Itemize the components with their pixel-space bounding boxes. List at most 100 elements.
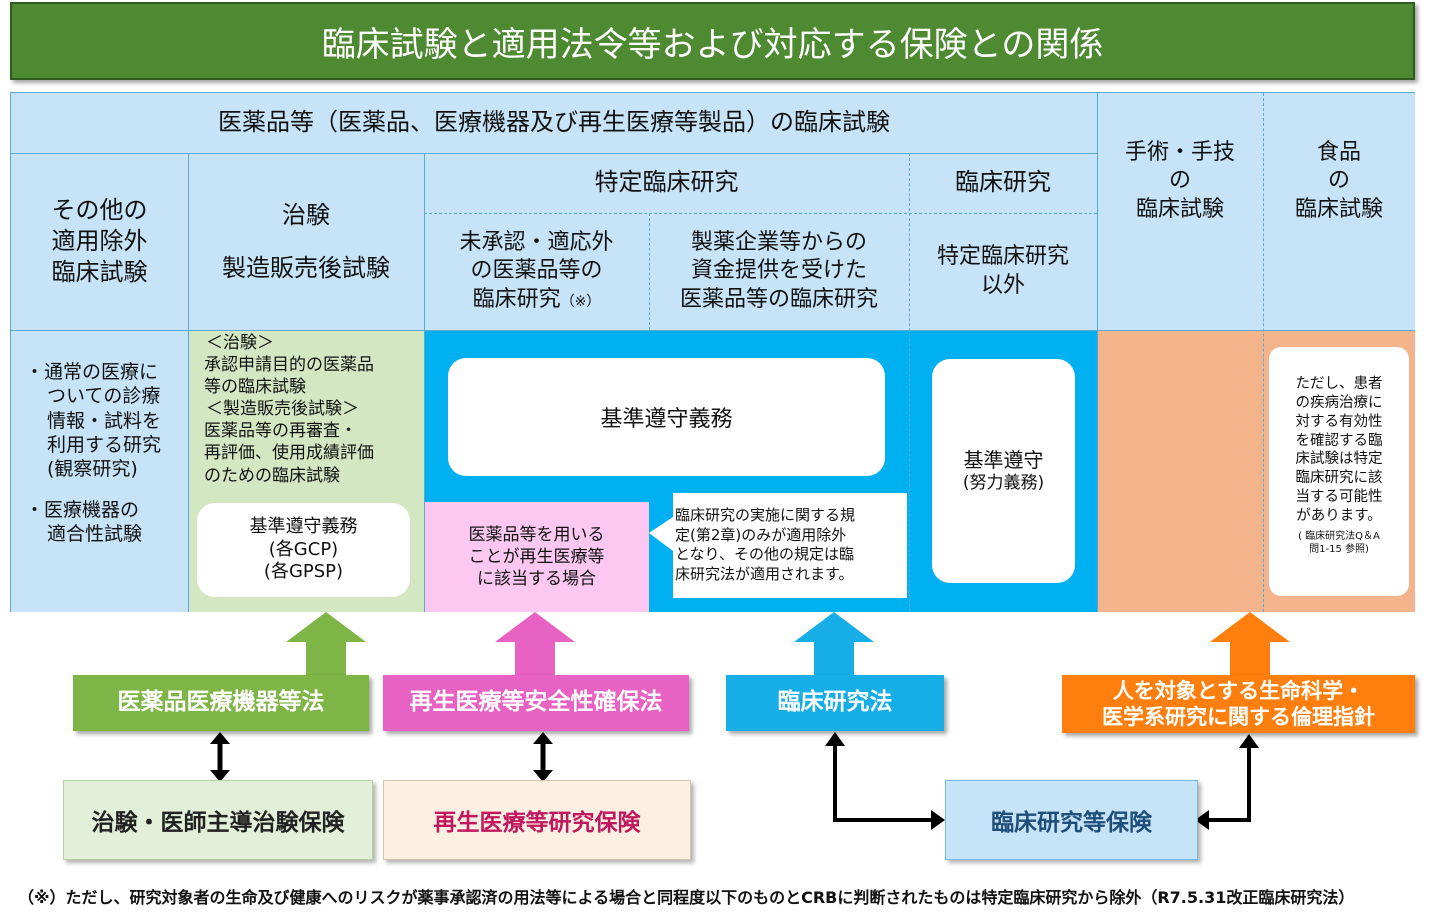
food-note-line1: ただし、患者: [1295, 376, 1383, 392]
chiken-desc-1: ＜治験＞: [206, 333, 274, 353]
header-tokutei-unapproved: 未承認・適応外 の医薬品等の 臨床研究（※）: [424, 213, 649, 330]
connector-rinsho-insurance: [825, 732, 945, 830]
header-other-line1: その他の: [51, 195, 148, 224]
saisei-case-line1: 医薬品等を用いる: [468, 524, 605, 545]
header-rinsho-other: 特定臨床研究 以外: [909, 213, 1097, 330]
food-ref-line1: ( 臨床研究法Q＆A: [1298, 530, 1380, 542]
food-note-line5: 床試験は特定: [1295, 451, 1383, 468]
chiken-desc-3: 等の臨床試験: [204, 377, 306, 398]
header-chiken-line2: 製造販売後試験: [222, 253, 390, 282]
food-note-line6: 臨床研究に該: [1295, 470, 1383, 487]
law-rinri-line2: 医学系研究に関する倫理指針: [1102, 705, 1375, 729]
insurance-saisei: 再生医療等研究保険: [383, 780, 691, 860]
other-item-1-line1: ・通常の医療に: [25, 361, 159, 383]
insurance-rinsho: 臨床研究等保険: [945, 780, 1198, 860]
header-food: 食品 の 臨床試験: [1263, 93, 1415, 330]
grid-line: [424, 153, 425, 612]
header-surgery-line1: 手術・手技: [1124, 139, 1235, 165]
double-arrow-yakki: [210, 732, 230, 782]
callout-text: 臨床研究の実施に関する規 定(第2章)のみが適用除外 となり、その他の規定は臨 …: [675, 495, 905, 595]
rinsho-box-line2: (努力義務): [962, 472, 1045, 493]
header-tokutei: 特定臨床研究: [424, 153, 909, 213]
header-rinsho-sub-line2: 以外: [980, 272, 1025, 298]
header-surgery: 手術・手技 の 臨床試験: [1097, 93, 1263, 330]
header-tokutei-b-line2: 資金提供を受けた: [690, 258, 867, 284]
header-rinsho-sub-line1: 特定臨床研究: [936, 243, 1069, 269]
other-item-2-line2: 適合性試験: [47, 522, 143, 545]
chiken-box-line2: (各GCP): [268, 538, 339, 560]
header-chiken: 治験 製造販売後試験: [188, 153, 424, 330]
header-food-line3: 臨床試験: [1294, 196, 1383, 222]
food-note-line2: の疾病治療に: [1295, 394, 1383, 411]
page-title: 臨床試験と適用法令等および対応する保険との関係: [10, 2, 1415, 80]
rinsho-box-line1: 基準遵守: [963, 447, 1044, 472]
rinsho-compliance-box: 基準遵守 (努力義務): [932, 359, 1075, 583]
other-item-1-line2: ついての診療: [47, 385, 161, 408]
food-note-box: ただし、患者 の疾病治療に 対する有効性 を確認する臨 床試験は特定 臨床研究に…: [1269, 347, 1409, 596]
grid-line: [1097, 93, 1098, 612]
chiken-desc-7: のための臨床試験: [204, 465, 340, 486]
callout-line4: 床研究法が適用されます。: [675, 564, 854, 583]
header-tokutei-b-line3: 医薬品等の臨床研究: [679, 286, 878, 312]
law-rinri-line1: 人を対象とする生命科学・: [1112, 678, 1365, 703]
law-yakki: 医薬品医療機器等法: [73, 675, 369, 731]
chiken-box-line3: (各GPSP): [263, 561, 344, 583]
header-other-exempt: その他の 適用除外 臨床試験: [11, 153, 188, 330]
arrow-up-saisei: [495, 612, 575, 676]
header-tokutei-a-line1: 未承認・適応外: [459, 229, 614, 255]
other-item-1-line3: 情報・試料を: [47, 409, 162, 432]
header-other-line2: 適用除外: [51, 226, 148, 255]
saisei-case-box: 医薬品等を用いる ことが再生医療等 に該当する場合: [424, 502, 649, 612]
callout-line1: 臨床研究の実施に関する規: [675, 506, 856, 524]
grid-line: [649, 213, 650, 330]
grid-line: [11, 330, 1415, 331]
grid-line: [188, 153, 189, 612]
chiken-desc-5: 医薬品等の再審査・: [204, 421, 357, 442]
header-surgery-line3: 臨床試験: [1135, 196, 1224, 222]
body-other: ・通常の医療に ついての診療 情報・試料を 利用する研究 (観察研究) ・医療機…: [11, 330, 188, 612]
chiken-box-line1: 基準遵守義務: [249, 516, 358, 538]
double-arrow-saisei: [533, 732, 553, 782]
footnote: （※）ただし、研究対象者の生命及び健康へのリスクが薬事承認済の用法等による場合と…: [18, 888, 1355, 907]
header-food-line1: 食品: [1316, 139, 1361, 165]
clinical-trial-table: 医薬品等（医薬品、医療機器及び再生医療等製品）の臨床試験 その他の 適用除外 臨…: [10, 92, 1415, 612]
header-tokutei-b-line1: 製薬企業等からの: [690, 229, 867, 255]
food-ref-line2: 問1-15 参照): [1309, 543, 1369, 555]
food-note-line8: があります。: [1296, 507, 1382, 524]
header-tokutei-funded: 製薬企業等からの 資金提供を受けた 医薬品等の臨床研究: [649, 213, 909, 330]
saisei-case-line2: ことが再生医療等: [468, 546, 605, 567]
food-note-line3: 対する有効性: [1295, 413, 1383, 430]
header-tokutei-a-text: 臨床研究: [472, 286, 561, 312]
tokutei-compliance-box: 基準遵守義務: [448, 358, 885, 476]
other-item-1: ・通常の医療に ついての診療 情報・試料を 利用する研究 (観察研究): [25, 360, 161, 482]
saisei-case-line3: に該当する場合: [477, 569, 596, 590]
connector-rinri-insurance: [1195, 734, 1259, 830]
other-item-1-line4: 利用する研究: [47, 433, 162, 456]
header-pharma-trials: 医薬品等（医薬品、医療機器及び再生医療等製品）の臨床試験: [11, 93, 1097, 153]
other-item-2-line1: ・医療機器の: [25, 498, 140, 521]
grid-line: [1263, 93, 1264, 612]
arrow-up-rinsho: [794, 612, 874, 676]
header-other-line3: 臨床試験: [51, 258, 148, 287]
header-food-line2: の: [1327, 168, 1350, 194]
grid-line: [424, 213, 1097, 214]
header-chiken-line1: 治験: [282, 201, 330, 230]
header-surgery-line2: の: [1168, 168, 1191, 194]
header-tokutei-a-line3: 臨床研究（※）: [473, 286, 601, 315]
grid-line: [11, 153, 1097, 154]
chiken-compliance-box: 基準遵守義務 (各GCP) (各GPSP): [197, 503, 410, 597]
callout-line3: となり、その他の規定は臨: [675, 545, 854, 563]
chiken-desc-4: ＜製造販売後試験＞: [206, 399, 359, 420]
chiken-desc-2: 承認申請目的の医薬品: [204, 355, 374, 376]
arrow-up-yakki: [286, 612, 366, 676]
law-rinsho: 臨床研究法: [726, 675, 944, 731]
chiken-desc-6: 再評価、使用成績評価: [204, 443, 374, 464]
law-rinri: 人を対象とする生命科学・ 医学系研究に関する倫理指針: [1062, 675, 1415, 733]
arrow-up-rinri: [1210, 612, 1290, 676]
header-tokutei-a-mark: （※）: [560, 293, 601, 310]
other-item-2: ・医療機器の 適合性試験: [25, 498, 142, 547]
insurance-chiken: 治験・医師主導治験保険: [63, 780, 373, 860]
grid-line: [909, 153, 910, 612]
food-note-line4: を確認する臨: [1295, 432, 1383, 449]
callout-shape: [649, 493, 907, 598]
